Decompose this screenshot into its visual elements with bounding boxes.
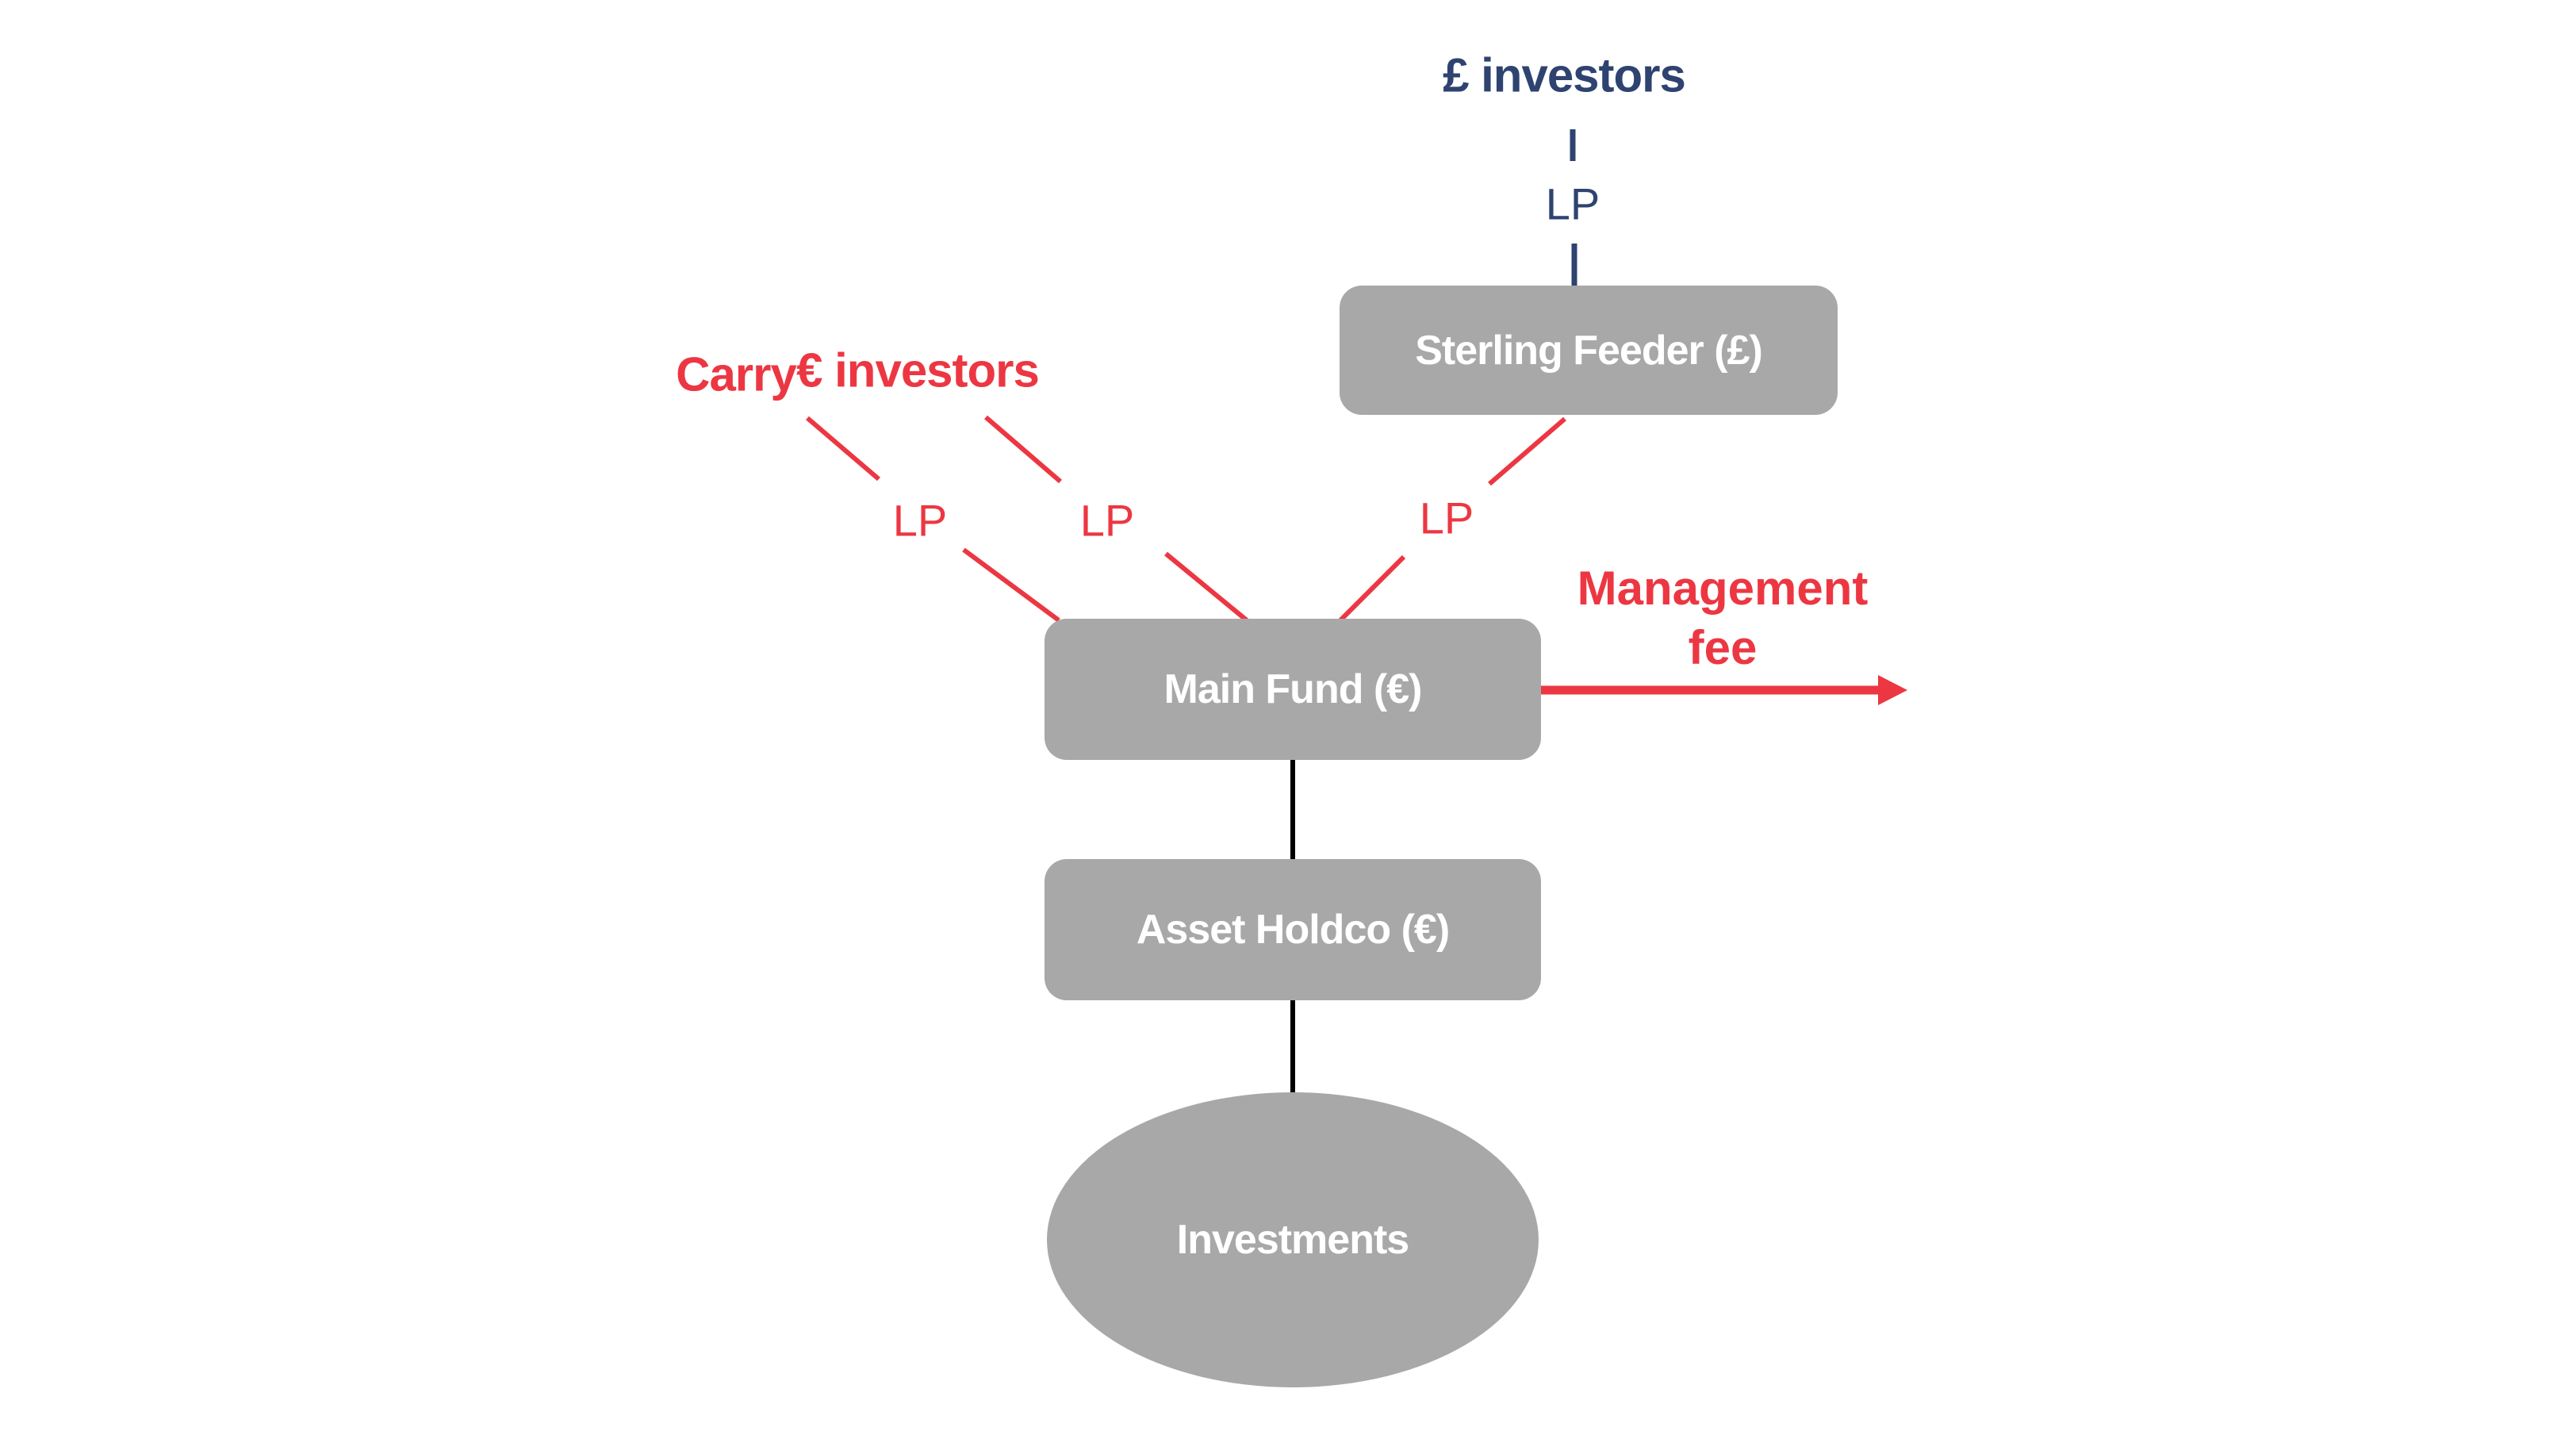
eur-investors-connector-upper (984, 415, 1062, 484)
eur-investors-label: € investors (796, 343, 1040, 397)
main-fund-node-label: Main Fund (€) (1163, 666, 1423, 712)
carry-label: Carry (676, 347, 797, 401)
management-fee-line1: Management (1577, 562, 1869, 615)
sterling-feeder-node: Sterling Feeder (£) (1340, 286, 1838, 415)
management-fee-label: Management fee (1577, 558, 1869, 677)
sterling-feeder-node-label: Sterling Feeder (£) (1415, 327, 1763, 374)
management-fee-arrowhead (1878, 675, 1907, 705)
pound-investors-label: £ investors (1443, 48, 1686, 102)
carry-connector-upper (806, 416, 880, 481)
lp-label-carry: LP (892, 495, 948, 546)
main-fund-node: Main Fund (€) (1045, 619, 1541, 760)
feeder-connector-lower (1338, 554, 1406, 623)
feeder-connector-upper (1488, 416, 1566, 486)
lp-label-pound: LP (1545, 178, 1600, 229)
lp-label-eur: LP (1079, 495, 1135, 546)
investments-node-label: Investments (1176, 1217, 1409, 1263)
asset-holdco-node: Asset Holdco (€) (1045, 859, 1541, 1000)
management-fee-line2: fee (1688, 621, 1758, 674)
carry-connector-lower (962, 547, 1060, 623)
asset-holdco-node-label: Asset Holdco (€) (1136, 907, 1450, 953)
eur-investors-connector-lower (1164, 551, 1248, 623)
lp-label-feeder: LP (1419, 493, 1474, 543)
investments-node: Investments (1047, 1092, 1539, 1387)
